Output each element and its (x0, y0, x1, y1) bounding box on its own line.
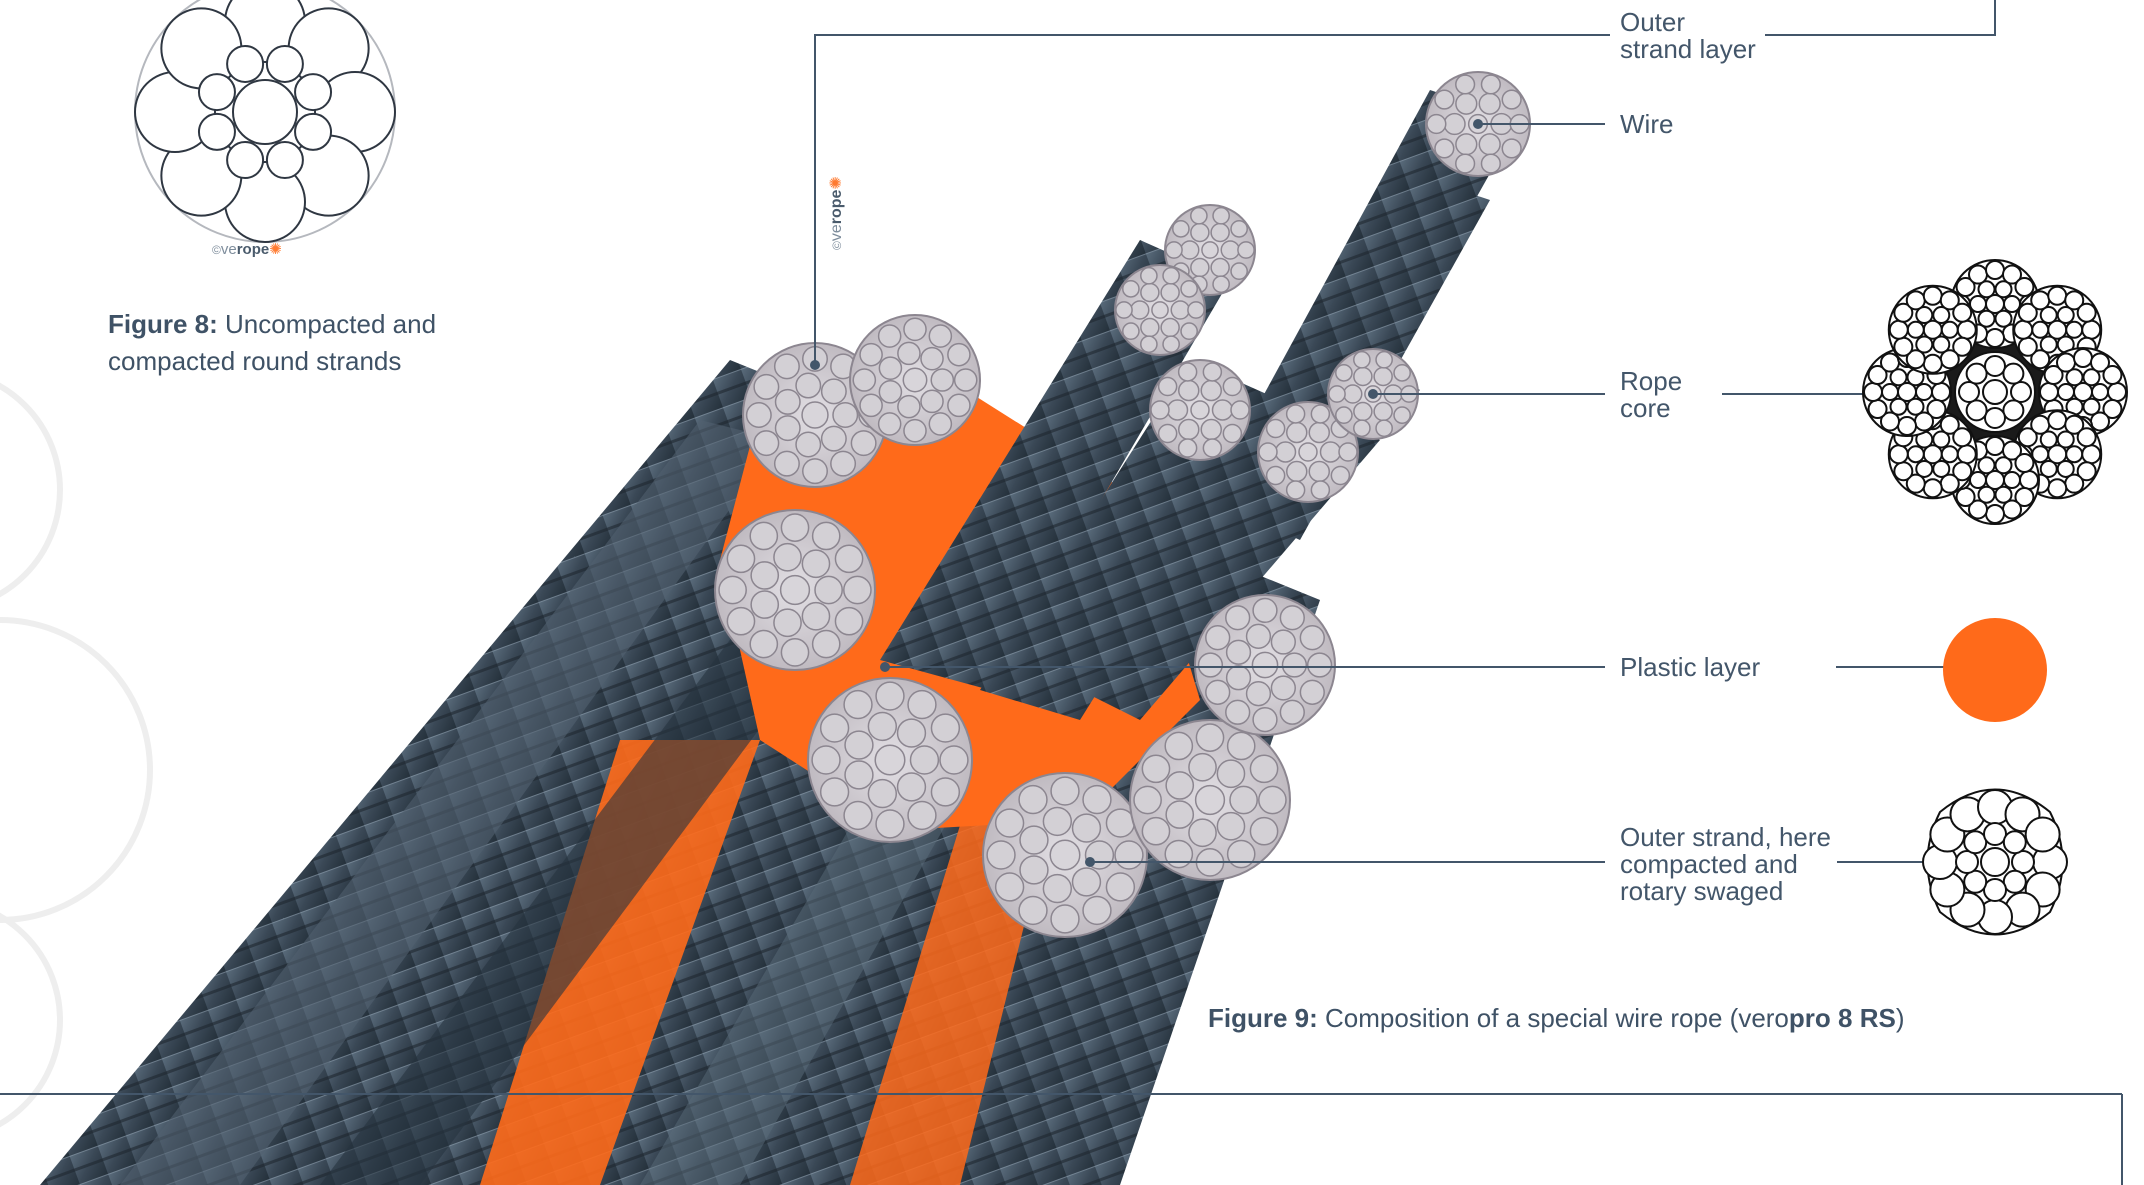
callout-rope-core-line1: Rope (1620, 368, 1682, 395)
callout-plastic-layer: Plastic layer (1614, 654, 1766, 681)
callout-outer-strand-line2: compacted and (1620, 851, 1831, 878)
callout-outer-strand-layer-line2: strand layer (1620, 36, 1756, 63)
figure9-caption-product: pro 8 RS (1789, 1003, 1896, 1033)
figure9-caption: Figure 9: Composition of a special wire … (1208, 1000, 1905, 1037)
callout-rope-core: Rope core (1614, 368, 1688, 422)
plastic-layer-icon (1943, 618, 2047, 722)
callout-plastic-layer-line1: Plastic layer (1620, 654, 1760, 681)
rope-core-icon (1863, 260, 2127, 524)
callout-rope-core-line2: core (1620, 395, 1682, 422)
figure9-caption-end: ) (1896, 1003, 1905, 1033)
callout-wire-line1: Wire (1620, 111, 1673, 138)
callout-outer-strand-layer-line1: Outer (1620, 9, 1756, 36)
figure9-caption-label: Figure 9: (1208, 1003, 1318, 1033)
outer-strand-icon (1923, 790, 2067, 935)
callout-outer-strand: Outer strand, here compacted and rotary … (1614, 824, 1837, 905)
figure9-caption-text: Composition of a special wire rope (vero (1318, 1003, 1789, 1033)
callout-outer-strand-line3: rotary swaged (1620, 878, 1831, 905)
callout-outer-strand-line1: Outer strand, here (1620, 824, 1831, 851)
callout-outer-strand-layer: Outer strand layer (1614, 9, 1762, 63)
callout-wire: Wire (1614, 111, 1679, 138)
